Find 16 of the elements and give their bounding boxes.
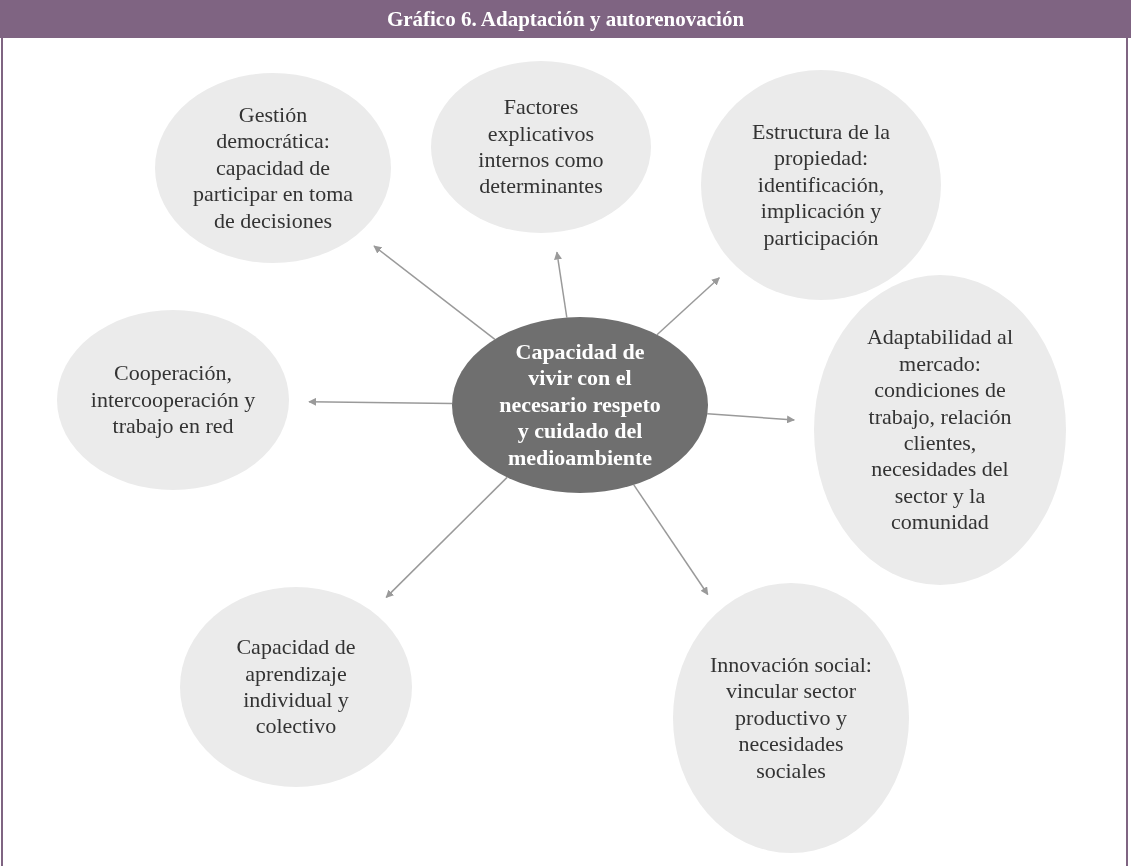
arrow (633, 484, 709, 596)
arrow (308, 397, 453, 406)
arrow (656, 277, 721, 336)
arrow (554, 251, 568, 319)
node-text: Innovación social: vincular sector productivo y necesidades sociales (709, 652, 873, 784)
node-text: Estructura de la propiedad: identificación, implicación y participación (750, 119, 892, 251)
node-text: Adaptabilidad al mercado: condiciones de trabajo, relación clientes, necesidades del sector y la comunidad (866, 324, 1014, 536)
node-text: Capacidad de aprendizaje individual y colectivo (235, 634, 357, 740)
arrow (385, 476, 508, 599)
node-text: Capacidad de vivir con el necesario respeto y cuidado del medioambiente (498, 339, 662, 471)
arrow (706, 413, 795, 424)
title-banner: Gráfico 6. Adaptación y autorenovación (0, 0, 1131, 38)
arrow (373, 245, 496, 341)
node-text: Cooperación, intercooperación y trabajo en red (89, 360, 257, 440)
node-text: Factores explicativos internos como determinantes (477, 94, 605, 200)
node-text: Gestión democrática: capacidad de participar en toma de decisiones (191, 102, 354, 234)
